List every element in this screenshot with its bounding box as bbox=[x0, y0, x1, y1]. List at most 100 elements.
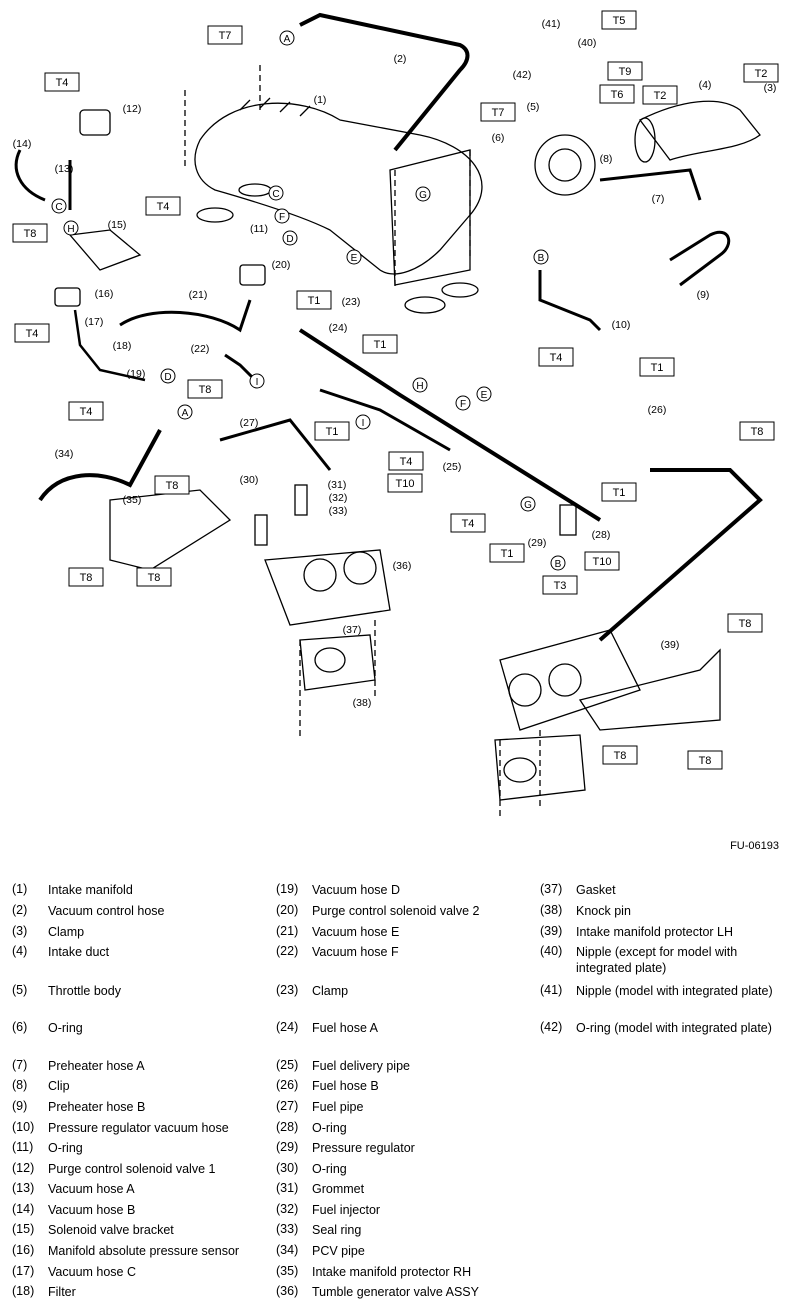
legend-item-name: Fuel pipe bbox=[312, 1100, 364, 1114]
part-callout: (23) bbox=[342, 296, 361, 308]
torque-box-t4f: T4 bbox=[388, 451, 424, 471]
legend-item-number: (2) bbox=[12, 903, 28, 917]
legend-item-number: (40) bbox=[540, 944, 563, 958]
legend-item-name: Solenoid valve bracket bbox=[48, 1223, 174, 1237]
svg-text:F: F bbox=[279, 212, 285, 223]
part-callout: (2) bbox=[394, 53, 407, 65]
legend-item-name: PCV pipe bbox=[312, 1244, 365, 1258]
purge-solenoid-2-shape bbox=[239, 264, 266, 286]
legend-item-name: O-ring bbox=[312, 1162, 347, 1176]
svg-text:T1: T1 bbox=[651, 362, 664, 374]
part-callout: (32) bbox=[329, 492, 348, 504]
part-callout: (42) bbox=[513, 69, 532, 81]
svg-text:T4: T4 bbox=[550, 352, 563, 364]
legend-item-name: Vacuum hose D bbox=[312, 883, 401, 897]
svg-text:D: D bbox=[164, 372, 171, 383]
torque-box-t4e: T4 bbox=[68, 401, 104, 421]
svg-text:T8: T8 bbox=[166, 480, 179, 492]
legend-item-name: Tumble generator valve ASSY bbox=[312, 1285, 479, 1299]
svg-text:T1: T1 bbox=[501, 548, 514, 560]
legend-item-name: Pressure regulator vacuum hose bbox=[48, 1121, 229, 1135]
part-callout: (9) bbox=[697, 289, 710, 301]
svg-text:T10: T10 bbox=[396, 478, 415, 490]
legend-item-number: (16) bbox=[12, 1243, 35, 1257]
svg-text:T4: T4 bbox=[400, 456, 413, 468]
part-callout: (1) bbox=[314, 94, 327, 106]
svg-text:T2: T2 bbox=[654, 90, 667, 102]
vacuum-control-hose-shape bbox=[299, 12, 470, 152]
torque-box-t8h: T8 bbox=[602, 745, 638, 765]
torque-box-t1: T1 bbox=[296, 290, 332, 310]
legend-item-name: O-ring bbox=[48, 1141, 83, 1155]
svg-text:T8: T8 bbox=[614, 750, 627, 762]
purge-solenoid-1-shape bbox=[79, 109, 111, 136]
part-callout: (27) bbox=[240, 417, 259, 429]
svg-text:G: G bbox=[419, 190, 427, 201]
fuel-delivery-pipe-shape bbox=[298, 328, 602, 522]
torque-box-t10b: T10 bbox=[584, 551, 620, 571]
legend-item-number: (18) bbox=[12, 1284, 35, 1298]
svg-text:F: F bbox=[460, 399, 466, 410]
torque-box-t3: T3 bbox=[542, 575, 578, 595]
legend-item-number: (21) bbox=[276, 924, 299, 938]
legend-item-name: O-ring bbox=[48, 1021, 83, 1035]
legend-item-name: Clamp bbox=[312, 984, 349, 998]
legend-item-name: Intake manifold protector LH bbox=[576, 925, 734, 939]
legend-item-number: (5) bbox=[12, 983, 28, 997]
part-callout: (17) bbox=[85, 316, 104, 328]
legend-item-number: (6) bbox=[12, 1020, 28, 1034]
svg-text:C: C bbox=[272, 189, 279, 200]
part-callout: (24) bbox=[329, 322, 348, 334]
connector-b2: B bbox=[550, 555, 566, 571]
connector-d: D bbox=[282, 230, 298, 246]
connector-h2: H bbox=[412, 377, 428, 393]
legend-item-name: Fuel hose A bbox=[312, 1021, 379, 1035]
part-callout: (10) bbox=[612, 319, 631, 331]
legend-item-number: (35) bbox=[276, 1264, 299, 1278]
legend-item-name: Preheater hose B bbox=[48, 1100, 146, 1114]
svg-text:T6: T6 bbox=[611, 89, 624, 101]
legend-item-name: Gasket bbox=[576, 883, 616, 897]
svg-text:T3: T3 bbox=[554, 580, 567, 592]
torque-box-t8c: T8 bbox=[739, 421, 775, 441]
torque-box-t9: T9 bbox=[607, 61, 643, 81]
part-callout: (21) bbox=[189, 289, 208, 301]
part-callout: (35) bbox=[123, 494, 142, 506]
torque-box-t8: T8 bbox=[12, 223, 48, 243]
legend-item-number: (29) bbox=[276, 1140, 299, 1154]
legend-item-number: (42) bbox=[540, 1020, 563, 1034]
torque-box-t4b: T4 bbox=[145, 196, 181, 216]
svg-text:T4: T4 bbox=[157, 201, 170, 213]
svg-text:E: E bbox=[481, 390, 488, 401]
legend-item-name: Pressure regulator bbox=[312, 1141, 415, 1155]
torque-box-t1b: T1 bbox=[362, 334, 398, 354]
intake-duct-shape bbox=[639, 100, 761, 161]
legend-item-number: (10) bbox=[12, 1120, 35, 1134]
part-callout: (26) bbox=[648, 404, 667, 416]
legend-item-number: (9) bbox=[12, 1099, 28, 1113]
connector-g: G bbox=[415, 186, 431, 202]
connector-g2: G bbox=[520, 496, 536, 512]
legend-item-number: (41) bbox=[540, 983, 563, 997]
legend-item-name: Fuel hose B bbox=[312, 1079, 379, 1093]
connector-e: E bbox=[346, 249, 362, 265]
part-callout: (3) bbox=[764, 82, 777, 94]
legend-item-name: O-ring (model with integrated plate) bbox=[576, 1021, 772, 1035]
part-callout: (12) bbox=[123, 103, 142, 115]
svg-text:T4: T4 bbox=[462, 518, 475, 530]
part-callout: (31) bbox=[328, 479, 347, 491]
legend-item-number: (8) bbox=[12, 1078, 28, 1092]
part-callout: (25) bbox=[443, 461, 462, 473]
tgv-left-shape bbox=[264, 549, 391, 626]
torque-box-t1c: T1 bbox=[639, 357, 675, 377]
legend-item-number: (32) bbox=[276, 1202, 299, 1216]
legend-item-number: (14) bbox=[12, 1202, 35, 1216]
part-callout: (40) bbox=[578, 37, 597, 49]
torque-box-t4c: T4 bbox=[14, 323, 50, 343]
svg-text:D: D bbox=[286, 234, 293, 245]
part-callout: (30) bbox=[240, 474, 259, 486]
part-callout: (29) bbox=[528, 537, 547, 549]
part-callout: (15) bbox=[108, 219, 127, 231]
legend-item-name: Nipple (model with integrated plate) bbox=[576, 984, 773, 998]
legend-item-number: (34) bbox=[276, 1243, 299, 1257]
